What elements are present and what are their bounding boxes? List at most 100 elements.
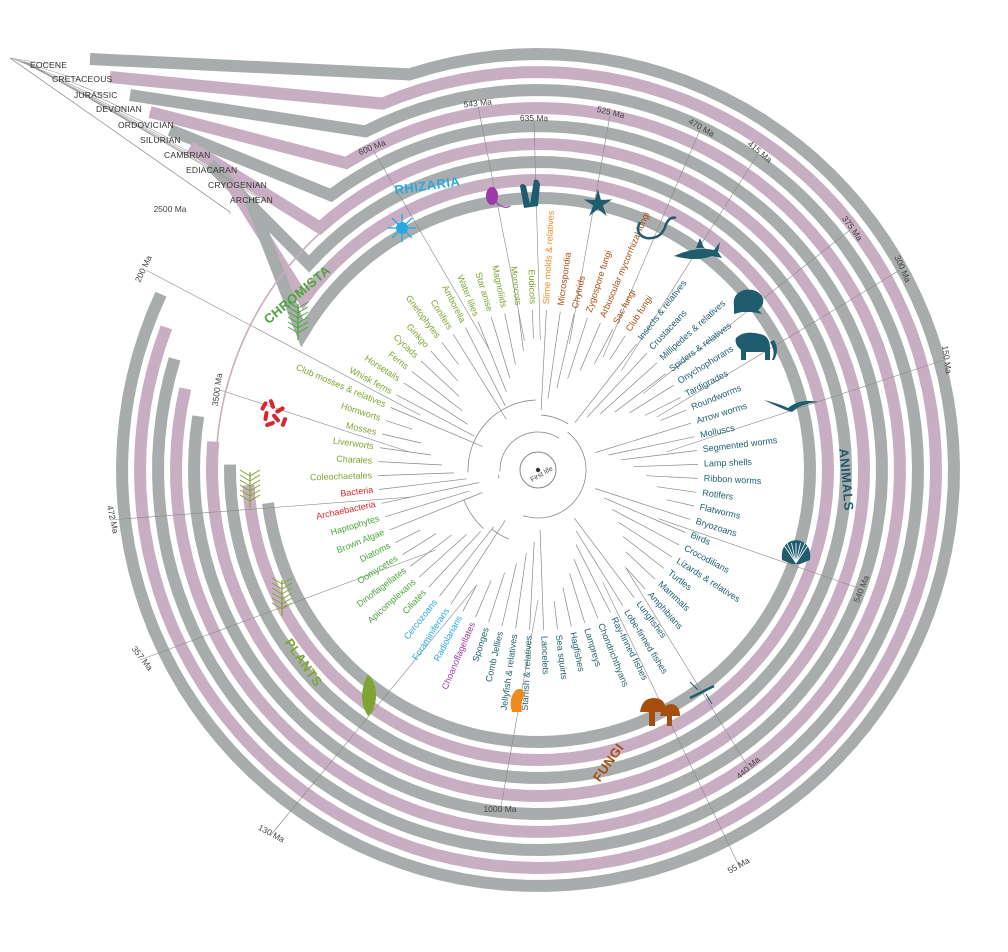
leaf-label: Lamp shells bbox=[704, 457, 753, 469]
mushroom-icon bbox=[640, 698, 680, 726]
bacterium bbox=[260, 401, 268, 411]
radiolarian-spine bbox=[401, 217, 413, 229]
starfish-icon bbox=[583, 189, 613, 217]
branch bbox=[625, 551, 656, 580]
branch bbox=[418, 533, 467, 578]
leaf-label: Liverworts bbox=[332, 436, 374, 452]
frond bbox=[249, 469, 261, 477]
branch bbox=[540, 310, 547, 411]
leaf-label: Charales bbox=[336, 454, 373, 466]
branch bbox=[553, 600, 558, 629]
brown-algae-icon bbox=[287, 301, 309, 340]
leaf-label: Sea squirts bbox=[554, 634, 569, 680]
shell-rib bbox=[795, 542, 810, 564]
leaf-label: Coleochaetales bbox=[310, 470, 373, 482]
tick-line bbox=[658, 518, 865, 591]
branch bbox=[430, 350, 458, 382]
branch bbox=[515, 553, 527, 629]
clade-arc bbox=[467, 399, 536, 473]
frond bbox=[249, 479, 261, 487]
branch bbox=[609, 335, 626, 360]
branch bbox=[618, 522, 673, 558]
flagellum bbox=[495, 201, 511, 208]
branch bbox=[633, 464, 698, 467]
time-band bbox=[186, 137, 871, 803]
frond bbox=[297, 306, 309, 314]
frond bbox=[287, 316, 299, 324]
branch bbox=[629, 384, 674, 414]
branch bbox=[389, 492, 483, 531]
tick-line bbox=[621, 153, 759, 371]
tick-line bbox=[569, 114, 611, 344]
frond bbox=[281, 587, 293, 595]
frond bbox=[297, 326, 309, 334]
branch bbox=[660, 409, 687, 421]
bacterium bbox=[263, 411, 269, 421]
tick-label: 635 Ma bbox=[520, 113, 549, 123]
branch bbox=[490, 316, 511, 379]
tick-line bbox=[269, 584, 478, 837]
sponge-icon bbox=[520, 179, 540, 208]
bacterium bbox=[265, 420, 275, 428]
leaf-labels: ArchaebacteriaBacteriaColeochaetalesChar… bbox=[295, 210, 779, 711]
branch bbox=[439, 526, 494, 597]
tick-line bbox=[624, 566, 751, 771]
starfish-shape bbox=[583, 189, 613, 217]
radiolarian-spine bbox=[391, 227, 403, 239]
era-label: CRETACEOUS bbox=[52, 74, 113, 84]
frond bbox=[287, 306, 299, 314]
frond bbox=[287, 301, 299, 309]
branch bbox=[390, 407, 483, 447]
leaf-label: Monocots bbox=[509, 266, 524, 306]
branch bbox=[656, 486, 697, 493]
branch bbox=[567, 317, 588, 379]
branch bbox=[593, 328, 614, 365]
branch bbox=[381, 482, 480, 504]
era-label: JURASSIC bbox=[74, 90, 118, 100]
branch bbox=[586, 352, 648, 418]
frond bbox=[287, 321, 299, 329]
shell-rib bbox=[786, 542, 797, 564]
frog-shape bbox=[733, 289, 764, 314]
frond bbox=[281, 592, 293, 600]
frond bbox=[281, 597, 293, 605]
clade-arc bbox=[463, 499, 484, 529]
frond bbox=[239, 474, 251, 482]
insect-body bbox=[689, 684, 715, 700]
branch bbox=[604, 497, 686, 533]
tick-label: 2500 Ma bbox=[153, 204, 186, 214]
branch bbox=[644, 397, 681, 416]
tick-label: 540 Ma bbox=[851, 574, 871, 604]
time-band bbox=[109, 66, 943, 875]
tick-line bbox=[145, 269, 421, 416]
branch bbox=[462, 586, 477, 612]
era-label: CRYOGENIAN bbox=[208, 180, 267, 190]
shell-rib bbox=[795, 542, 801, 564]
era-divider bbox=[9, 57, 61, 67]
branch bbox=[409, 534, 452, 567]
lamprey-shape bbox=[636, 216, 677, 240]
branch bbox=[574, 343, 637, 423]
era-edge bbox=[9, 57, 231, 214]
time-band bbox=[129, 83, 925, 857]
era-label: CAMBRIAN bbox=[164, 150, 210, 160]
shark-icon bbox=[674, 238, 722, 259]
branch bbox=[569, 573, 586, 624]
mushroom-cap bbox=[640, 698, 666, 712]
root-ring bbox=[519, 451, 557, 489]
frond bbox=[297, 321, 309, 329]
group-label: ANIMALS bbox=[836, 448, 856, 512]
frond bbox=[281, 602, 293, 610]
bird-shape bbox=[764, 400, 818, 412]
leaf-label: Birds bbox=[689, 530, 712, 547]
leaf-label: Molluscs bbox=[699, 423, 736, 440]
inner-circle bbox=[215, 147, 861, 793]
clade-arc bbox=[523, 431, 587, 519]
first-life-label: First life bbox=[530, 465, 555, 483]
clade-arc bbox=[497, 474, 500, 479]
leaf-label: Chytrids bbox=[570, 274, 587, 309]
bacterium bbox=[268, 399, 276, 409]
leaf-label: Ribbon worms bbox=[704, 473, 762, 486]
leaf-label: Eudicots bbox=[527, 269, 538, 304]
